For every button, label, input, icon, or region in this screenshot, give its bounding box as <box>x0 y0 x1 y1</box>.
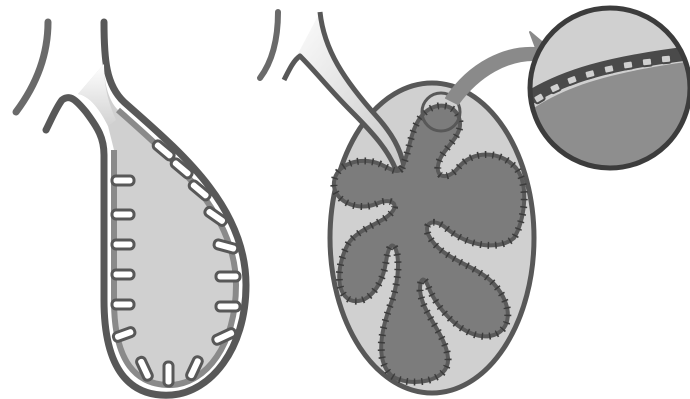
left-duct-wall <box>16 22 48 112</box>
simple-gland <box>16 22 246 395</box>
branched-duct-body <box>284 12 404 170</box>
magnified-lining-detail <box>520 8 690 180</box>
branched-duct-left <box>260 12 278 78</box>
